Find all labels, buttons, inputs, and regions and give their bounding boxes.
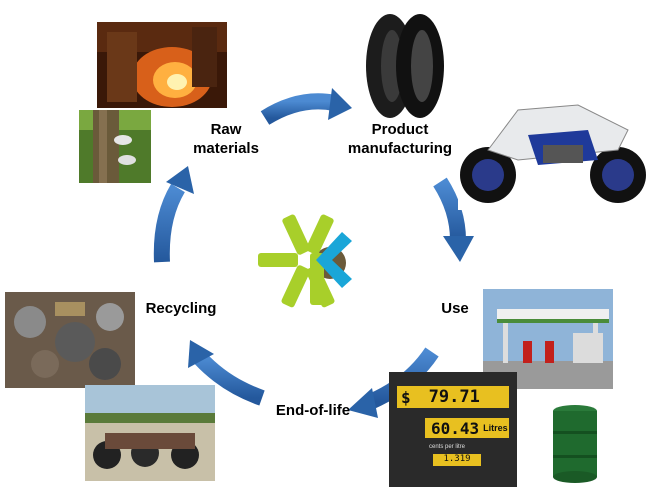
fuel-pump-display: $ 79.71 60.43 Litres cents per litre 1.3… xyxy=(389,372,517,487)
rubber-tree-photo xyxy=(79,110,151,183)
gas-station-photo xyxy=(483,289,613,389)
scrapyard-photo xyxy=(85,385,215,481)
price-value: 79.71 xyxy=(428,387,480,407)
tires-photo xyxy=(360,10,448,122)
volume-unit: Litres xyxy=(483,423,508,433)
oil-drum-photo xyxy=(550,403,600,485)
foundry-photo xyxy=(97,22,227,108)
stage-label-recycling: Recycling xyxy=(145,300,217,317)
arrow-manufacturing-to-use-icon xyxy=(433,177,474,262)
cents-label: cents per litre xyxy=(429,444,466,450)
stage-label-raw-materials: Raw materials xyxy=(193,121,259,157)
stage-label-end-of-life: End-of-life xyxy=(275,402,351,419)
scrap-parts-photo xyxy=(5,292,135,388)
price-readout: $ 79.71 xyxy=(397,386,509,408)
arrow-recycling-to-raw-icon xyxy=(153,166,194,263)
stage-label-use: Use xyxy=(441,300,469,317)
price-symbol: $ xyxy=(401,387,411,407)
arrow-endoflife-to-recycling-icon xyxy=(188,340,265,406)
volume-value: 60.43 xyxy=(431,418,480,438)
asterisk-logo-icon xyxy=(258,214,352,308)
arrow-raw-to-manufacturing-icon xyxy=(260,88,352,125)
stage-label-product-manufacturing: Product manufacturing xyxy=(347,121,453,157)
volume-readout: 60.43 Litres xyxy=(425,418,509,438)
unit-price-readout: 1.319 xyxy=(433,454,481,466)
motorcycle-photo xyxy=(458,90,648,210)
